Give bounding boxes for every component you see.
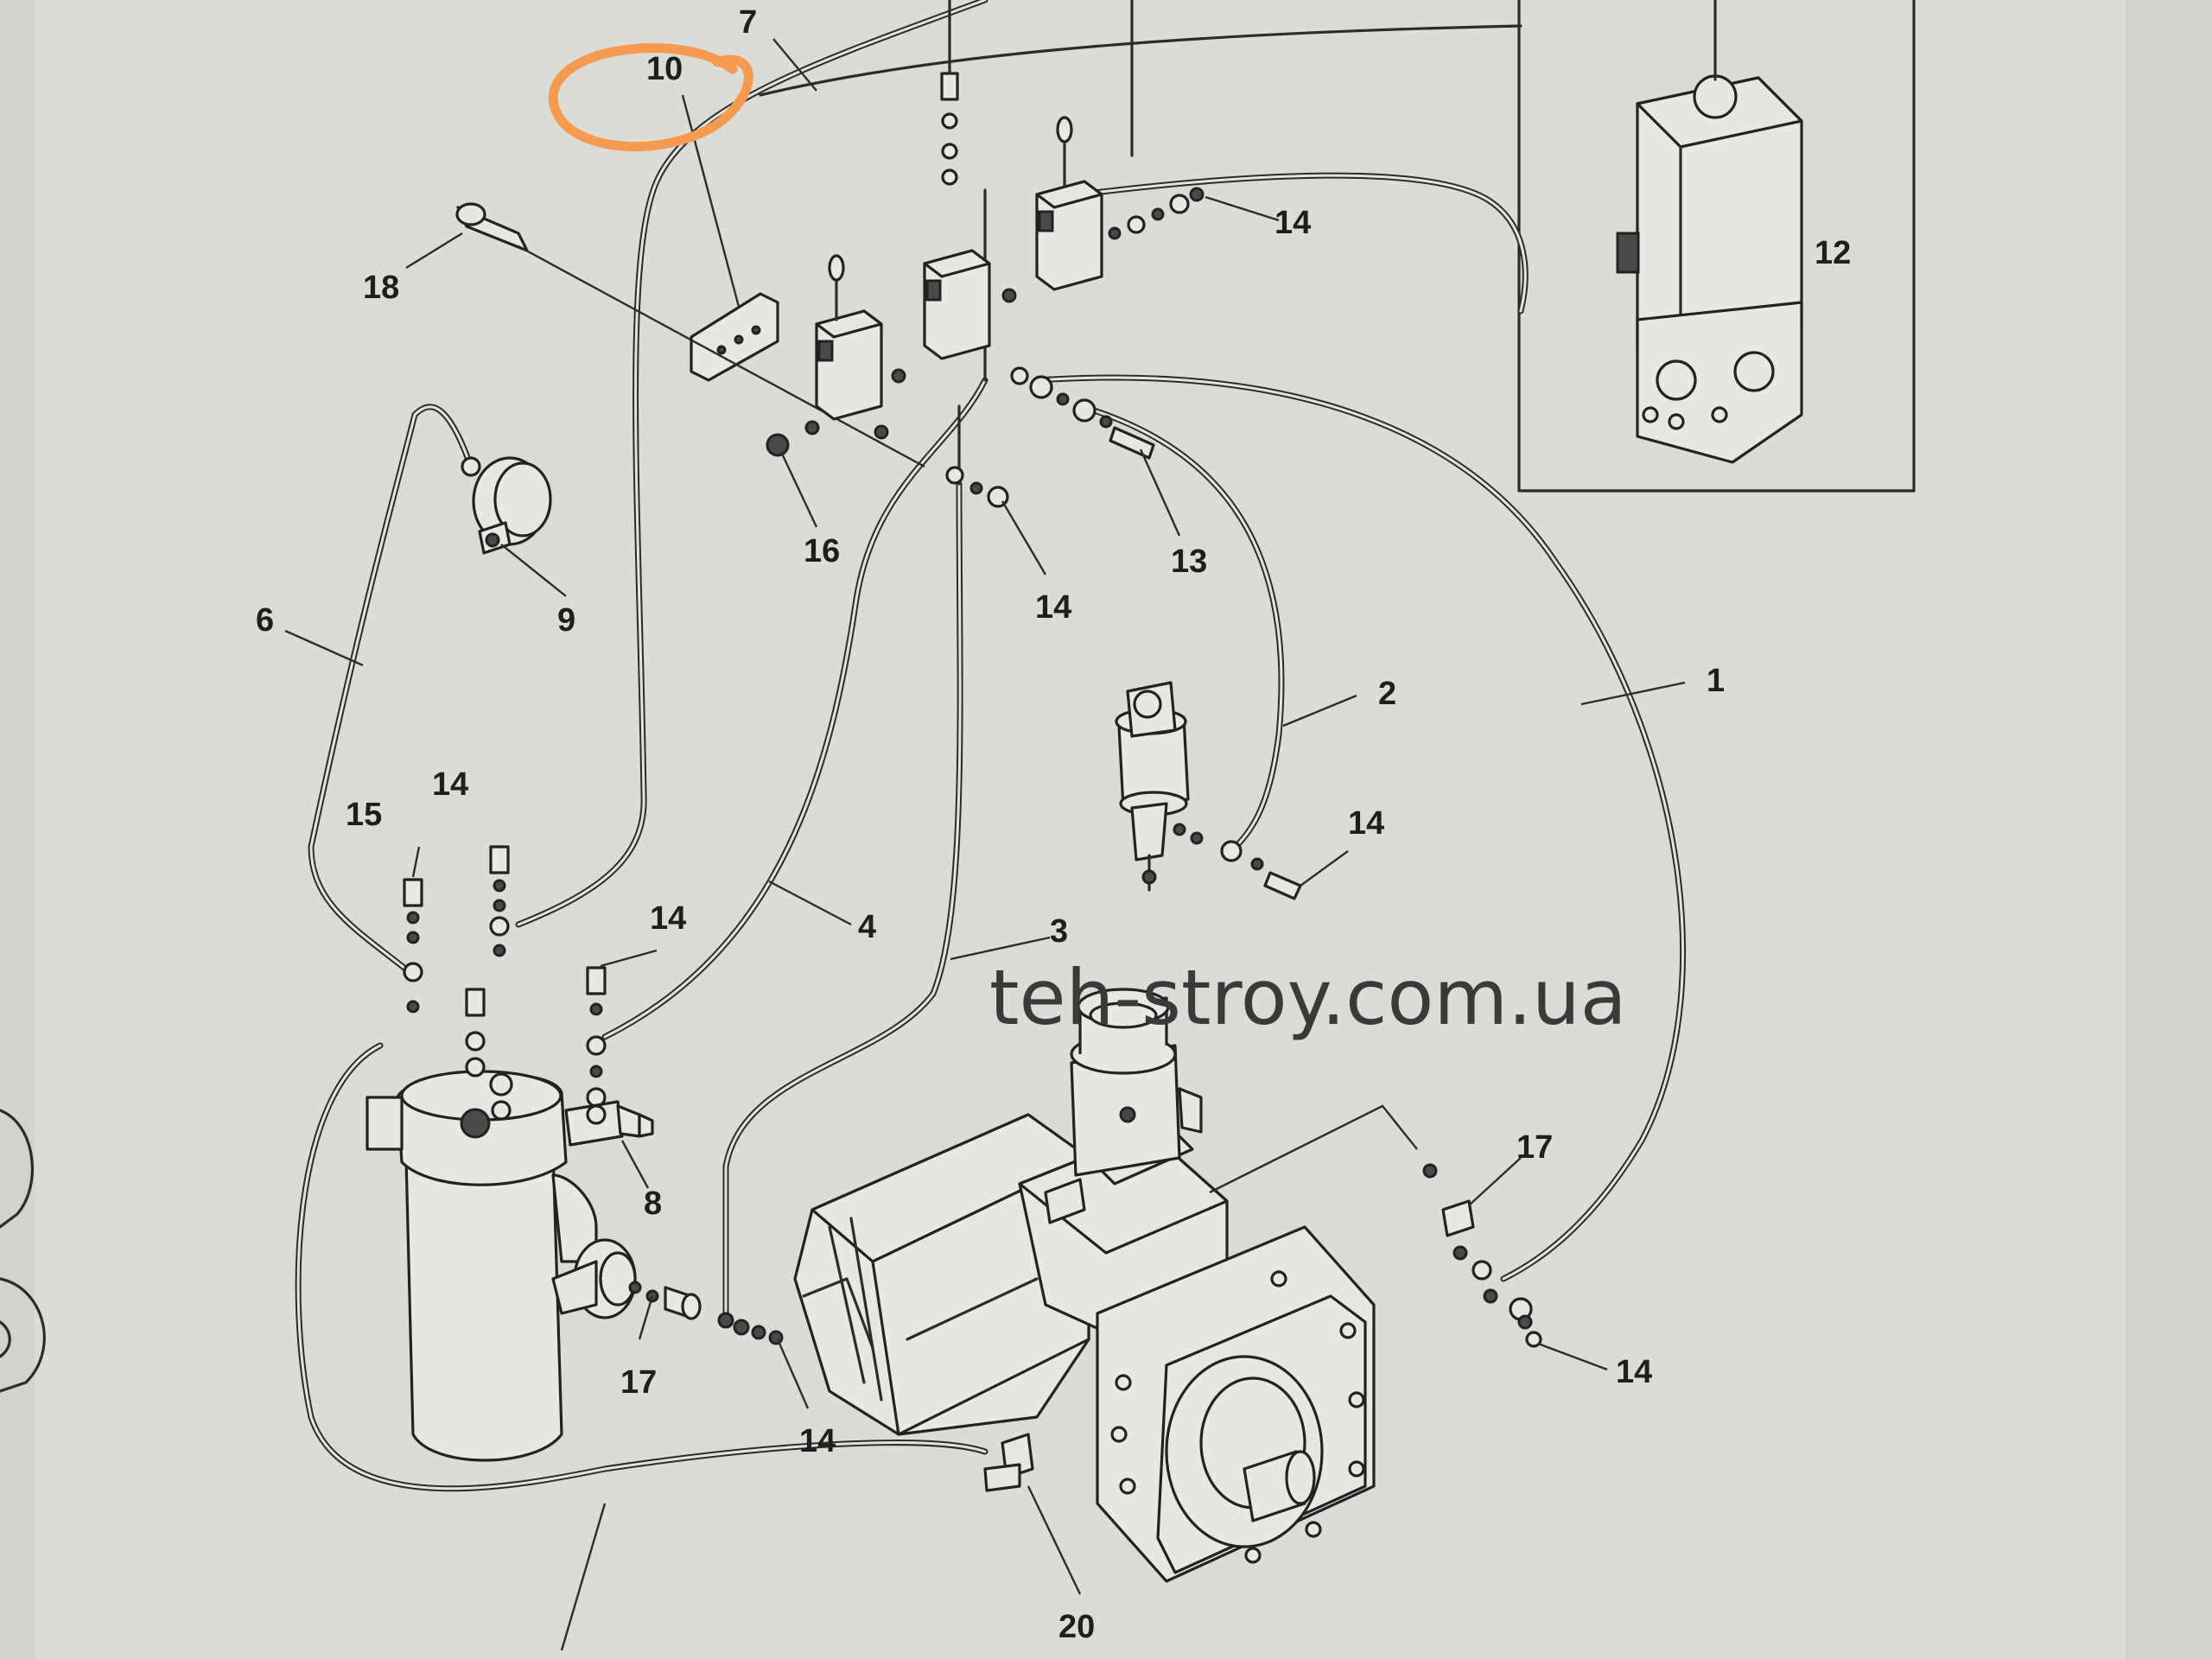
callout-3: 3 <box>1050 913 1068 950</box>
pressure-gauge-9 <box>461 456 552 555</box>
callout-7: 7 <box>739 4 757 41</box>
fitting-chain-14-top <box>1108 187 1205 240</box>
callout-16: 16 <box>804 533 840 569</box>
hose-7 <box>515 0 988 928</box>
compressor-airend <box>793 988 1376 1583</box>
hose-4 <box>601 377 988 1040</box>
callout-20: 20 <box>1058 1609 1095 1645</box>
callout-14: 14 <box>1348 805 1384 842</box>
callout-2: 2 <box>1378 676 1396 712</box>
callout-14: 14 <box>1616 1354 1652 1390</box>
callout-12: 12 <box>1815 235 1851 271</box>
fitting-stack-15 <box>403 878 423 1014</box>
hose-2 <box>1077 403 1285 850</box>
frame-line <box>759 24 1522 97</box>
callout-15: 15 <box>346 797 382 833</box>
leader-lines <box>284 38 1686 1651</box>
fitting-chain-14-bottom <box>717 1312 784 1345</box>
fitting-16 <box>766 288 1017 457</box>
callout-14: 14 <box>432 766 468 803</box>
hose-6 <box>308 404 474 980</box>
fitting-chain-17-right <box>1422 1163 1542 1348</box>
manifold-bracket-10 <box>690 292 779 382</box>
callout-6: 6 <box>256 602 274 639</box>
separator-tank <box>365 1070 637 1462</box>
hose-top <box>1077 172 1529 315</box>
bolt-18 <box>455 202 925 468</box>
watermark-text: teh-stroy.com.ua <box>989 953 1627 1042</box>
sidebar-scroll-icon <box>0 1109 46 1393</box>
inset-detail-box <box>1517 0 1916 493</box>
fitting-14-middle <box>945 466 1009 508</box>
valve-12-detail <box>1616 0 1803 464</box>
solenoid-valve-right <box>1035 116 1103 291</box>
callout-8: 8 <box>644 1185 662 1222</box>
tee-fitting-8 <box>564 1100 654 1147</box>
callout-1: 1 <box>1707 663 1725 699</box>
callout-14: 14 <box>1035 589 1071 626</box>
callout-10: 10 <box>646 51 683 87</box>
fitting-stack-14-left <box>489 845 510 957</box>
hose-1 <box>1033 374 1687 1282</box>
callout-labels: 10 7 18 14 12 16 13 14 9 6 2 1 14 15 14 … <box>256 4 1851 1645</box>
callout-18: 18 <box>363 270 399 306</box>
fitting-top <box>940 0 959 186</box>
callout-14: 14 <box>799 1423 836 1459</box>
callout-17: 17 <box>620 1364 657 1401</box>
fitting-chain-13 <box>1010 366 1155 460</box>
callout-13: 13 <box>1171 543 1207 580</box>
solenoid-valve-middle <box>923 249 991 360</box>
hose-bottom-loop <box>295 1042 988 1492</box>
highlight-circle <box>548 43 753 152</box>
hose-3 <box>722 480 963 1317</box>
callout-14: 14 <box>1274 205 1311 241</box>
callout-9: 9 <box>557 602 575 639</box>
callout-14: 14 <box>650 900 686 937</box>
fitting-stack-center <box>465 988 513 1121</box>
actuator-cylinder <box>1115 681 1302 900</box>
solenoid-valve-left <box>815 254 883 421</box>
callout-17: 17 <box>1516 1129 1553 1166</box>
leader-dashed <box>1209 1104 1418 1194</box>
callout-4: 4 <box>858 909 876 945</box>
